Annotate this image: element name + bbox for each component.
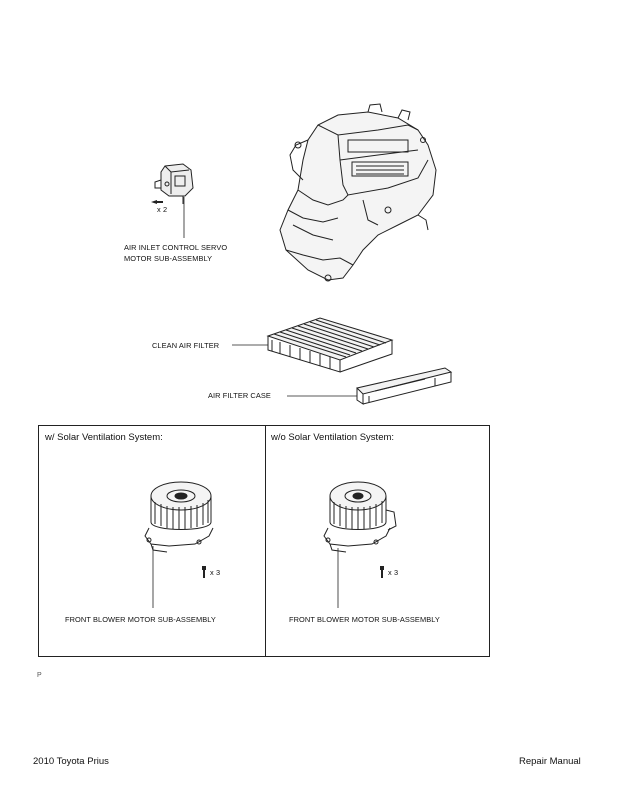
clean-air-filter-label: CLEAN AIR FILTER xyxy=(152,341,220,350)
panel-divider xyxy=(265,426,266,656)
leader-line-with-solar xyxy=(152,546,154,608)
panel-title-without-solar: w/o Solar Ventilation System: xyxy=(271,432,395,443)
part-label-with-solar: FRONT BLOWER MOTOR SUB-ASSEMBLY xyxy=(65,615,216,624)
blower-motor-illustration-without-solar xyxy=(323,481,397,553)
air-filter-case-illustration xyxy=(287,367,453,405)
servo-quantity: x 2 xyxy=(157,205,168,214)
hvac-unit-housing-illustration xyxy=(279,103,437,282)
servo-leader-line xyxy=(183,197,185,238)
servo-label-line-1: AIR INLET CONTROL SERVO xyxy=(124,243,228,252)
servo-motor-illustration xyxy=(151,163,194,204)
screw-quantity-without-solar: x 3 xyxy=(388,568,399,577)
clean-air-filter-illustration xyxy=(232,317,394,373)
screw-icon-without-solar xyxy=(380,566,384,578)
blower-motor-variants-box: w/ Solar Ventilation System: x 3 FRONT B… xyxy=(38,425,490,657)
footer-manual: Repair Manual xyxy=(519,756,581,767)
blower-motor-illustration-with-solar xyxy=(144,481,214,553)
air-filter-case-label: AIR FILTER CASE xyxy=(208,391,271,400)
illustration-code: P xyxy=(37,672,42,679)
screw-icon-with-solar xyxy=(202,566,206,578)
part-label-without-solar: FRONT BLOWER MOTOR SUB-ASSEMBLY xyxy=(289,615,440,624)
panel-title-with-solar: w/ Solar Ventilation System: xyxy=(45,432,163,443)
servo-label-line-2: MOTOR SUB-ASSEMBLY xyxy=(124,254,213,263)
leader-line-without-solar xyxy=(337,548,339,608)
footer-vehicle: 2010 Toyota Prius xyxy=(33,756,109,767)
screw-quantity-with-solar: x 3 xyxy=(210,568,221,577)
